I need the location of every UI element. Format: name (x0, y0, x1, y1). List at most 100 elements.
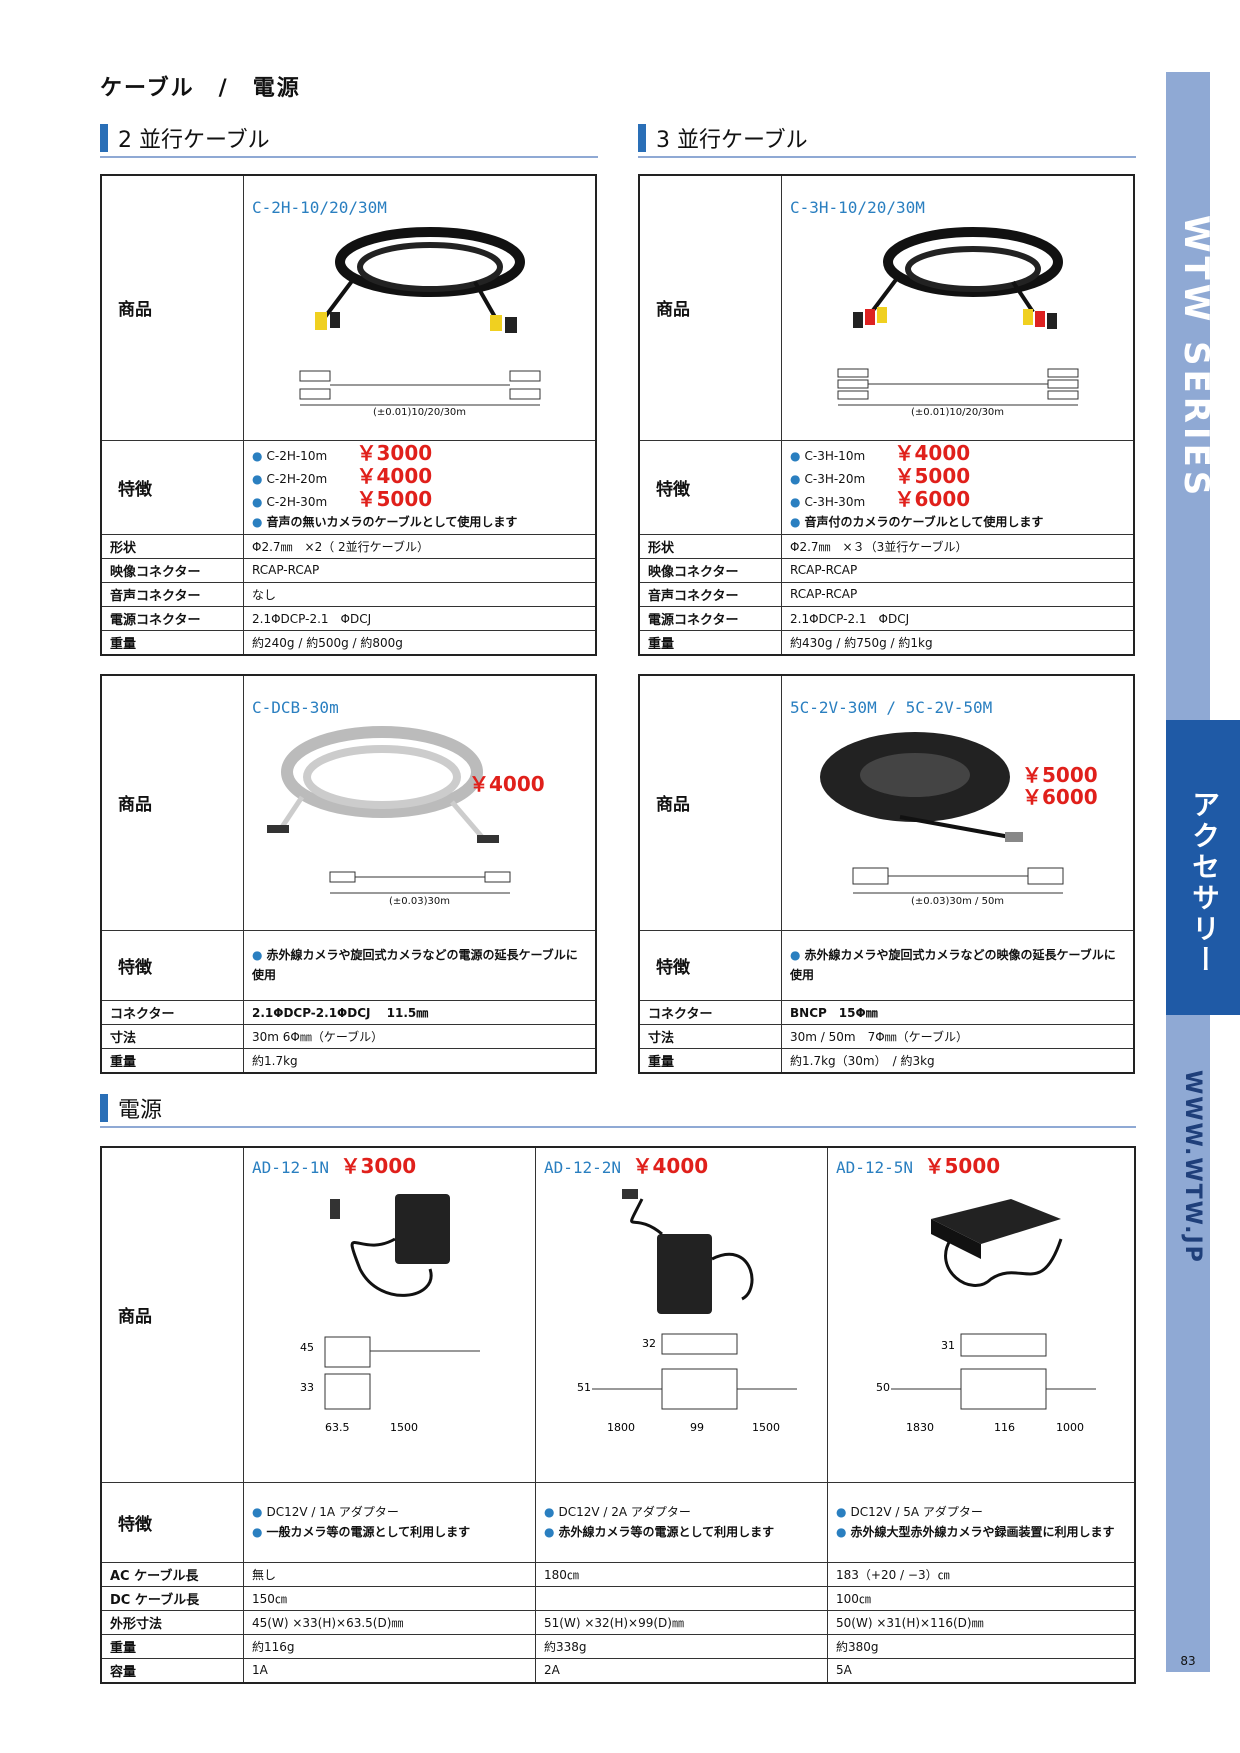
feature-spec: DC12V / 5A アダプター (850, 1505, 983, 1519)
adapter-cell: AD-12-1N ￥3000 45 33 63.5 1500 (243, 1146, 536, 1483)
value-size: 51(W) ×32(H)×99(D)㎜ (535, 1609, 828, 1635)
value-video: RCAP-RCAP (781, 557, 1135, 583)
value-ac: 無し (243, 1561, 536, 1587)
price-row: ●C-2H-20m￥4000 (252, 463, 433, 488)
value-dc: 100㎝ (827, 1585, 1136, 1611)
label-video: 映像コネクター (100, 557, 244, 583)
label-audio: 音声コネクター (100, 581, 244, 607)
feature-use: 赤外線カメラ等の電源として利用します (558, 1525, 775, 1539)
feature-text: 赤外線カメラや旋回式カメラなどの映像の延長ケーブルに使用 (790, 948, 1116, 982)
feature-note: ●音声の無いカメラのケーブルとして使用します (252, 514, 518, 529)
model-name: 5C-2V-30M / 5C-2V-50M (790, 698, 993, 718)
adapter-cell: AD-12-2N ￥4000 32 51 1800 99 1500 (535, 1146, 828, 1483)
spec-table-power: 商品 AD-12-1N ￥3000 45 33 63.5 1500 AD-12-… (100, 1146, 1136, 1684)
price: ￥3000 (340, 1154, 417, 1178)
dim-label: 31 (941, 1339, 955, 1352)
label-connector: コネクター (100, 999, 244, 1025)
value-weight: 約430g / 約750g / 約1kg (781, 629, 1135, 655)
label-features: 特徴 (638, 439, 782, 535)
label-ac-cable: AC ケーブル長 (100, 1561, 244, 1587)
label-shape: 形状 (100, 533, 244, 559)
feature-note: ●音声付のカメラのケーブルとして使用します (790, 514, 1044, 529)
label-product: 商品 (638, 674, 782, 931)
label-connector: コネクター (638, 999, 782, 1025)
value-weight: 約338g (535, 1633, 828, 1659)
feature-spec: DC12V / 1A アダプター (266, 1505, 399, 1519)
category-tab (1166, 720, 1240, 1015)
model-name: C-DCB-30m (252, 698, 339, 718)
length-caption: (±0.03)30m (389, 896, 450, 908)
page-number: 83 (1166, 1650, 1210, 1672)
model-name: AD-12-2N (544, 1158, 622, 1177)
price-row: ●C-2H-10m￥3000 (252, 440, 433, 465)
label-product: 商品 (100, 174, 244, 441)
model-name: C-3H-10/20/30M (790, 197, 925, 217)
dim-label: 32 (642, 1337, 656, 1350)
value-audio: なし (243, 581, 597, 607)
cable-2h-diagram (299, 370, 540, 406)
adapter-2n-image (621, 1189, 753, 1314)
section-heading-2h: 2 並行ケーブル (100, 122, 598, 158)
adapter-5n-image (931, 1199, 1063, 1287)
site-url: WWW.WTW.JP (1180, 1070, 1205, 1264)
label-weight: 重量 (100, 1047, 244, 1073)
cable-5c-diagram (852, 867, 1063, 894)
section-heading-3h: 3 並行ケーブル (638, 122, 1136, 158)
dim-label: 63.5 (325, 1421, 350, 1434)
value-weight: 約1.7kg (243, 1047, 597, 1073)
adapter-1n-diagram: 45 33 63.5 1500 (300, 1336, 480, 1434)
dim-label: 1800 (607, 1421, 635, 1434)
adapter-cell: AD-12-5N ￥5000 31 50 1830 116 1000 (827, 1146, 1136, 1483)
adapter-1n-image (329, 1194, 450, 1297)
dim-label: 33 (300, 1381, 314, 1394)
value-size: 45(W) ×33(H)×63.5(D)㎜ (243, 1609, 536, 1635)
category-label: アクセサリー (1188, 790, 1221, 976)
cable-dcb-diagram (329, 871, 510, 894)
dim-label: 1830 (906, 1421, 934, 1434)
value-capacity: 5A (827, 1657, 1136, 1683)
cable-2h-image (314, 226, 525, 333)
label-power: 電源コネクター (100, 605, 244, 631)
label-dimensions: 寸法 (638, 1023, 782, 1049)
value-size: 50(W) ×31(H)×116(D)㎜ (827, 1609, 1136, 1635)
model-name: AD-12-1N (252, 1158, 330, 1177)
spec-table-2h: 商品 C-2H-10/20/30M (±0.01)10/2 (100, 174, 597, 656)
value-dc: 150㎝ (243, 1585, 536, 1611)
price-50m: ￥6000 (1022, 785, 1098, 809)
feature-use: 赤外線大型赤外線カメラや録画装置に利用します (850, 1525, 1115, 1539)
cable-dcb-image (267, 726, 499, 844)
cable-5c-image (820, 732, 1023, 843)
label-video: 映像コネクター (638, 557, 782, 583)
price-row: ●C-3H-20m￥5000 (790, 463, 971, 488)
label-dc-cable: DC ケーブル長 (100, 1585, 244, 1611)
value-connector: 2.1ΦDCP-2.1ΦDCJ 11.5㎜ (243, 999, 597, 1025)
value-connector: BNCP 15Φ㎜ (781, 999, 1135, 1025)
spec-table-dcb: 商品 C-DCB-30m ￥4000 (±0.03)30m 特徴 ●赤外線カメラ (100, 674, 597, 1074)
value-dimensions: 30m 6Φ㎜（ケーブル） (243, 1023, 597, 1049)
price: ￥4000 (632, 1154, 709, 1178)
feature-text: 赤外線カメラや旋回式カメラなどの電源の延長ケーブルに使用 (252, 948, 578, 982)
length-caption: (±0.01)10/20/30m (372, 406, 467, 418)
price-30m: ￥5000 (1022, 763, 1098, 787)
label-audio: 音声コネクター (638, 581, 782, 607)
dim-label: 50 (876, 1381, 890, 1394)
label-shape: 形状 (638, 533, 782, 559)
dim-label: 99 (690, 1421, 704, 1434)
dim-label: 1500 (390, 1421, 418, 1434)
adapter-5n-diagram: 31 50 1830 116 1000 (876, 1333, 1096, 1434)
value-dc (535, 1585, 828, 1611)
value-weight: 約1.7kg（30m） / 約3kg (781, 1047, 1135, 1073)
label-features: 特徴 (100, 1481, 244, 1563)
cable-3h-image (852, 226, 1063, 329)
value-shape: Φ2.7㎜ ×３（3並行ケーブル） (781, 533, 1135, 559)
dim-label: 45 (300, 1341, 314, 1354)
spec-table-5c: 商品 5C-2V-30M / 5C-2V-50M ￥5000 ￥6000 (±0… (638, 674, 1135, 1074)
value-power: 2.1ΦDCP-2.1 ΦDCJ (243, 605, 597, 631)
page-title: ケーブル / 電源 (100, 76, 301, 101)
adapter-2n-diagram: 32 51 1800 99 1500 (577, 1333, 797, 1434)
price-row: ●C-2H-30m￥5000 (252, 486, 433, 511)
length-caption: (±0.01)10/20/30m (910, 406, 1005, 418)
feature-spec: DC12V / 2A アダプター (558, 1505, 691, 1519)
price-row: ●C-3H-30m￥6000 (790, 486, 971, 511)
price-group: ￥5000 ￥6000 (1022, 764, 1098, 808)
